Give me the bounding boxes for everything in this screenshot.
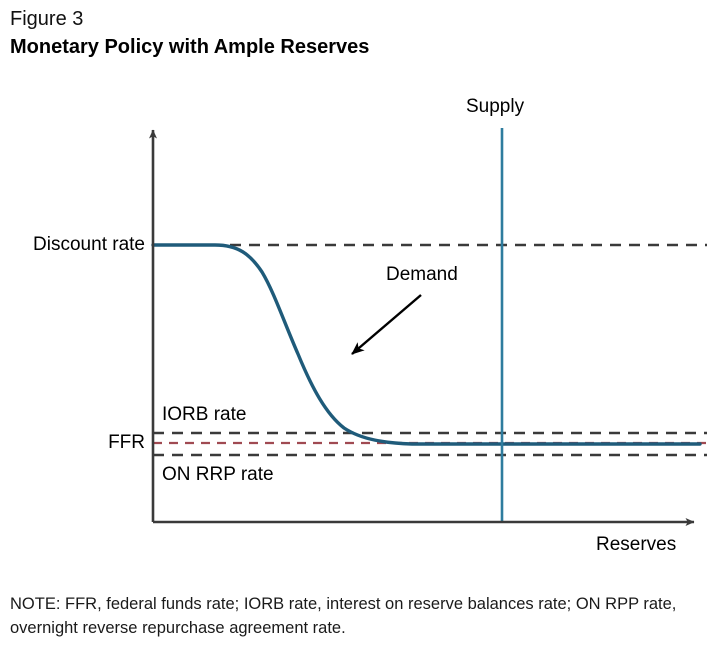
iorb-rate-label: IORB rate	[162, 404, 247, 425]
x-axis-title-reserves: Reserves	[596, 534, 677, 555]
demand-annotation-arrow	[351, 294, 422, 355]
figure-header: Figure 3 Monetary Policy with Ample Rese…	[10, 6, 710, 61]
demand-label: Demand	[386, 264, 458, 285]
on-rrp-rate-label: ON RRP rate	[162, 464, 274, 485]
figure-title: Monetary Policy with Ample Reserves	[10, 36, 370, 58]
figure-note: NOTE: FFR, federal funds rate; IORB rate…	[10, 595, 677, 637]
discount-rate-label: Discount rate	[33, 234, 145, 255]
supply-label: Supply	[466, 96, 525, 117]
figure-number: Figure 3	[10, 8, 84, 30]
demand-curve	[151, 243, 702, 446]
chart-svg	[149, 128, 707, 526]
ffr-label: FFR	[108, 432, 145, 453]
chart-plot-area: Discount rate FFR IORB rate ON RRP rate …	[33, 96, 707, 555]
